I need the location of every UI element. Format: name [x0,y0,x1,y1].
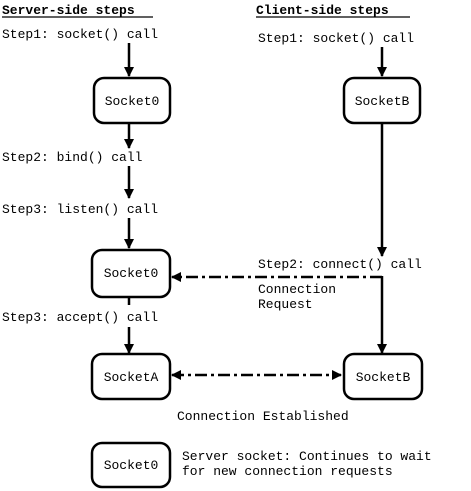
server-step2-label: Step2: bind() call [2,150,143,165]
socket-box-client-connected: SocketB [342,352,424,401]
socket-box-client-initial: SocketB [342,76,422,125]
server-step3-accept-label: Step3: accept() call [2,310,158,325]
socket-label: Socket0 [104,266,159,281]
connection-request-label-line1: Connection [258,282,336,297]
socket-box-server-listening: Socket0 [90,248,172,299]
server-side-header: Server-side steps [2,3,135,18]
legend-description-line1: Server socket: Continues to wait [182,449,432,464]
server-step1-label: Step1: socket() call [2,27,158,42]
socket-label: Socket0 [104,458,159,473]
connection-established-label: Connection Established [177,409,349,424]
socket-label: SocketB [356,370,411,385]
legend-description-line2: for new connection requests [182,464,393,479]
client-step1-label: Step1: socket() call [258,31,414,46]
socket-label: Socket0 [105,94,160,109]
client-side-header: Client-side steps [256,3,389,18]
socket-label: SocketA [104,370,159,385]
socket-box-server-initial: Socket0 [92,76,172,125]
server-step3-listen-label: Step3: listen() call [2,202,158,217]
connection-request-label-line2: Request [258,297,313,312]
socket-label: SocketB [355,94,410,109]
socket-box-server-accepted: SocketA [90,352,172,401]
socket-box-legend: Socket0 [90,441,172,489]
client-step2-label: Step2: connect() call [258,257,422,272]
